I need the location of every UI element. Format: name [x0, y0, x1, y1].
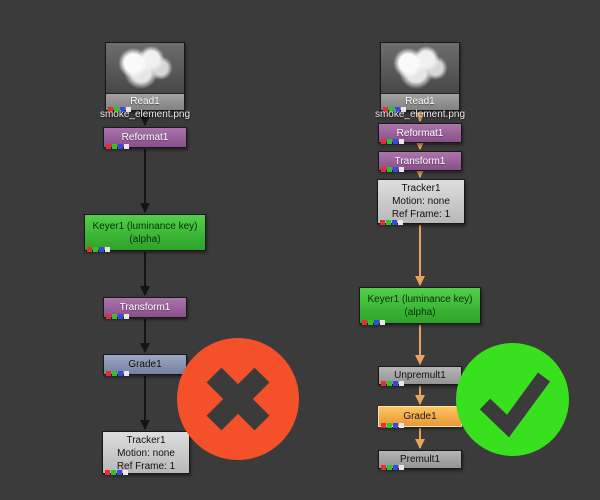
channel-chips-icon	[106, 144, 129, 149]
node-reformat1-right[interactable]: Reformat1	[378, 123, 462, 144]
channel-chips-icon	[380, 220, 403, 225]
channel-chips-icon	[381, 465, 404, 470]
channel-chips-icon	[383, 107, 406, 112]
node-label: Keyer1 (luminance key)	[92, 221, 198, 232]
node-label: Premult1	[399, 454, 440, 465]
node-keyer1-left[interactable]: Keyer1 (luminance key) (alpha)	[84, 214, 206, 252]
node-label: Read1	[106, 94, 184, 110]
node-grade1-right-selected[interactable]: Grade1	[378, 406, 462, 428]
node-ref-frame: Ref Frame: 1	[116, 461, 176, 472]
node-read1-left[interactable]: Read1	[105, 42, 185, 112]
node-label: Read1	[381, 94, 459, 110]
channel-chips-icon	[381, 167, 404, 172]
channel-chips-icon	[362, 320, 385, 325]
node-label: Reformat1	[121, 132, 169, 143]
node-motion: Motion: none	[117, 448, 175, 459]
channel-chips-icon	[381, 423, 404, 428]
node-label: Keyer1 (luminance key)	[367, 294, 473, 305]
node-sublabel: (alpha)	[404, 307, 436, 318]
channel-chips-icon	[106, 371, 129, 376]
channel-chips-icon	[106, 314, 129, 319]
node-label: Tracker1	[126, 435, 166, 446]
node-read1-right[interactable]: Read1	[380, 42, 460, 112]
channel-chips-icon	[108, 107, 131, 112]
x-mark-icon	[177, 338, 299, 460]
node-label: Transform1	[119, 302, 171, 313]
node-tracker1-right[interactable]: Tracker1 Motion: none Ref Frame: 1	[377, 179, 465, 225]
read-filename-right: smoke_element.png	[374, 109, 466, 120]
node-keyer1-right[interactable]: Keyer1 (luminance key) (alpha)	[359, 287, 481, 325]
node-premult1-right[interactable]: Premult1	[378, 450, 462, 470]
node-label: Reformat1	[396, 127, 444, 139]
node-grade1-left[interactable]: Grade1	[103, 354, 187, 376]
channel-chips-icon	[381, 139, 404, 144]
channel-chips-icon	[105, 470, 128, 475]
node-tracker1-left[interactable]: Tracker1 Motion: none Ref Frame: 1	[102, 431, 190, 475]
read-filename-left: smoke_element.png	[99, 109, 191, 120]
node-label: Grade1	[128, 359, 162, 370]
node-label: Unpremult1	[394, 370, 446, 381]
node-reformat1-left[interactable]: Reformat1	[103, 127, 187, 149]
node-unpremult1-right[interactable]: Unpremult1	[378, 366, 462, 386]
node-transform1-right[interactable]: Transform1	[378, 151, 462, 172]
node-transform1-left[interactable]: Transform1	[103, 297, 187, 319]
node-label: Transform1	[394, 155, 446, 167]
channel-chips-icon	[381, 381, 404, 386]
read-thumbnail-cloud	[106, 43, 184, 94]
node-motion: Motion: none	[392, 196, 450, 207]
node-label: Grade1	[403, 411, 437, 422]
node-label: Tracker1	[401, 183, 441, 194]
node-ref-frame: Ref Frame: 1	[391, 209, 451, 220]
channel-chips-icon	[87, 247, 110, 252]
read-thumbnail-cloud	[381, 43, 459, 94]
node-sublabel: (alpha)	[129, 234, 161, 245]
check-mark-icon	[456, 343, 569, 456]
